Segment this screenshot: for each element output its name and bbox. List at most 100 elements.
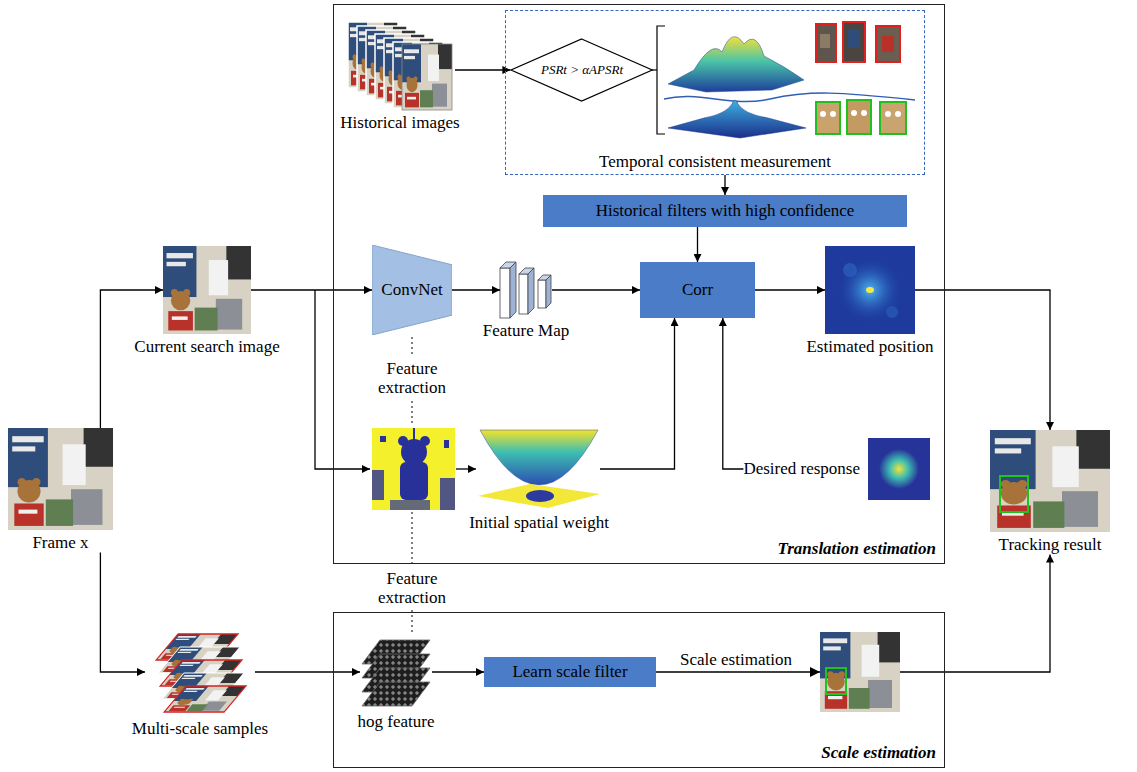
image-caption: hog feature (358, 712, 435, 732)
sample-patch (880, 102, 906, 134)
image-node: Feature Map (500, 262, 552, 341)
sample-patch (816, 22, 906, 134)
process-box: Corr (640, 262, 755, 318)
process-box: Historical filters with high confidence (543, 195, 907, 227)
scale-result-photo (810, 667, 820, 677)
connector-arrow (455, 69, 510, 70)
response-surface (668, 100, 806, 138)
confidence-bracket (647, 26, 665, 134)
node-label: Corr (682, 280, 713, 300)
historical-stack (348, 22, 452, 110)
annotation-label: Feature extraction (367, 570, 457, 607)
sample-patch (861, 110, 867, 116)
gaussian-label (879, 449, 919, 489)
sample-patch (848, 30, 860, 48)
sample-patch (876, 26, 900, 62)
spatial-weight-surface (478, 484, 600, 508)
diamond-outline (511, 39, 652, 101)
connector-arrow (600, 318, 675, 469)
image-caption: Initial spatial weight (469, 513, 609, 533)
segmentation-map (440, 478, 455, 510)
sample-patch (816, 24, 836, 62)
branch-line (456, 468, 476, 469)
segmentation-map (444, 440, 449, 448)
image-caption: Tracking result (999, 535, 1102, 555)
region-heading: Translation estimation (777, 539, 936, 559)
connector-arrow (452, 289, 500, 290)
spatial-weight-surface (478, 430, 600, 508)
segmentation-map (390, 500, 430, 510)
connector-arrow (251, 289, 372, 290)
image-node: Historical images (345, 18, 455, 133)
scale-result-photo (826, 668, 846, 694)
image-caption: Multi-scale samples (132, 719, 268, 739)
confidence-bracket (657, 26, 665, 134)
image-caption: Estimated position (806, 337, 933, 357)
spatial-weight-surface (480, 430, 598, 485)
multi-scale-stack (164, 686, 246, 712)
tracking-photo (990, 430, 1110, 532)
node-label: PSRt > αAPSRt (541, 63, 623, 78)
image-caption: Current search image (134, 337, 279, 357)
segmentation-map (372, 428, 455, 510)
image-node: Current search image (163, 246, 251, 357)
multi-scale-stack (164, 686, 246, 712)
annotation-label: Feature extraction (367, 360, 457, 397)
tracking-photo (990, 430, 1110, 532)
dotted-link (412, 512, 413, 567)
region-heading: Temporal consistent measurement (506, 152, 924, 172)
connector-arrow (697, 227, 698, 262)
response-surface (668, 37, 804, 92)
scale-result-photo (810, 632, 900, 712)
image-node: Frame x (8, 428, 113, 553)
sample-patch (830, 111, 836, 117)
connector-arrow (100, 290, 163, 428)
sample-patch (851, 110, 857, 116)
edge-label: Scale estimation (678, 650, 794, 670)
dotted-link (412, 337, 413, 357)
tracking-photo (1000, 476, 1028, 512)
node-label: Learn scale filter (512, 662, 627, 682)
network-block: ConvNet (372, 245, 452, 335)
response-heatmap (825, 246, 915, 334)
image-node: Tracking result (990, 430, 1110, 555)
response-heatmap (825, 246, 915, 334)
image-caption: Frame x (32, 533, 88, 553)
node-label: Historical filters with high confidence (596, 201, 855, 221)
gaussian-label (868, 438, 930, 500)
image-node: Initial spatial weight (478, 428, 600, 533)
connector-arrow (724, 175, 725, 195)
image-node: hog feature (360, 635, 432, 732)
segmentation-map (413, 428, 415, 440)
feature-map-stack (500, 262, 551, 318)
connector-arrow (723, 318, 744, 469)
feature-map-stack (538, 280, 546, 308)
sample-patch (847, 100, 871, 134)
spatial-weight-surface (526, 490, 554, 502)
connector-arrow (915, 290, 1050, 430)
frame-photo (8, 428, 113, 530)
segmentation-map (401, 439, 427, 465)
image-node: Multi-scale samples (145, 628, 255, 739)
feature-map-stack (500, 268, 510, 318)
hog-stack (362, 640, 430, 706)
sample-patch (882, 36, 894, 52)
dotted-link (412, 610, 413, 633)
region-heading: Scale estimation (821, 743, 936, 763)
connector-arrow (432, 671, 484, 672)
sample-patch (816, 102, 840, 134)
image-caption: Historical images (340, 113, 459, 133)
sample-patch (820, 34, 830, 48)
response-heatmap (836, 256, 904, 324)
segmentation-map (400, 462, 428, 500)
segmentation-map (380, 436, 386, 442)
response-surface (664, 93, 915, 102)
response-heatmap (866, 287, 874, 293)
sample-patch (895, 111, 901, 117)
image-node: Estimated position (825, 246, 915, 357)
stage-panel: Translation estimation Historical imagesT… (333, 4, 945, 564)
connector-arrow (100, 553, 145, 673)
historical-stack (402, 44, 452, 110)
gaussian-label (868, 438, 930, 500)
dotted-link (412, 401, 413, 426)
